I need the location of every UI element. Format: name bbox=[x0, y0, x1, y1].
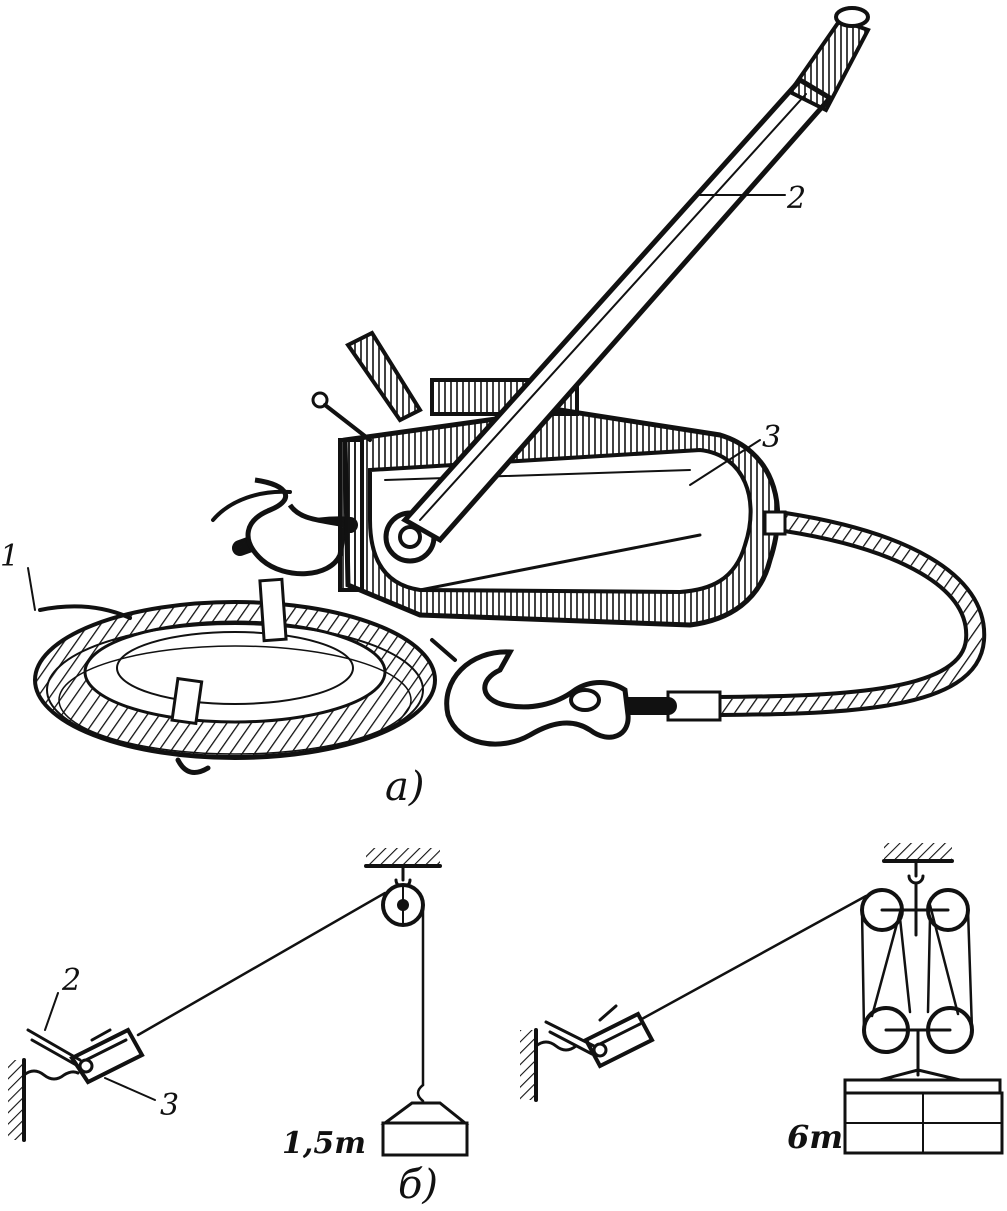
winch-schematic bbox=[26, 1027, 145, 1085]
scheme-block-tackle: 6т bbox=[520, 843, 1004, 1156]
callout-1-leader bbox=[27, 567, 36, 611]
ceiling-anchor-icon bbox=[882, 843, 954, 885]
caption-b: б) bbox=[398, 1162, 438, 1208]
load-weight-6t bbox=[843, 1068, 1004, 1155]
load-label-1-5t: 1,5т bbox=[282, 1126, 366, 1161]
pulley-icon bbox=[860, 883, 970, 937]
scheme-single-pulley: 1,5т 2 3 б) bbox=[8, 848, 470, 1208]
tackle-ropes bbox=[638, 894, 974, 1032]
callout-3-leader bbox=[689, 439, 761, 486]
pulley-icon bbox=[862, 1006, 974, 1077]
hook-icon bbox=[430, 638, 631, 747]
callout-1: 1 bbox=[0, 539, 19, 574]
wall-anchor-icon bbox=[8, 1058, 80, 1142]
pulley-icon bbox=[381, 883, 425, 927]
load-weight-1-5t bbox=[380, 1101, 470, 1157]
rope-coil-icon bbox=[33, 577, 437, 775]
winch-schematic bbox=[544, 1004, 655, 1069]
callout-2-scheme: 2 bbox=[61, 963, 81, 998]
callout-2: 2 bbox=[786, 181, 806, 216]
load-label-6t: 6т bbox=[787, 1118, 843, 1156]
caption-a: a) bbox=[385, 764, 424, 810]
ceiling-anchor-icon bbox=[364, 848, 442, 889]
winch-drawing: 1 2 3 a) bbox=[0, 6, 987, 810]
wall-anchor-icon bbox=[520, 1028, 578, 1102]
callout-3: 3 bbox=[762, 420, 781, 455]
hook-icon bbox=[211, 477, 348, 577]
callout-3-scheme: 3 bbox=[160, 1088, 179, 1123]
